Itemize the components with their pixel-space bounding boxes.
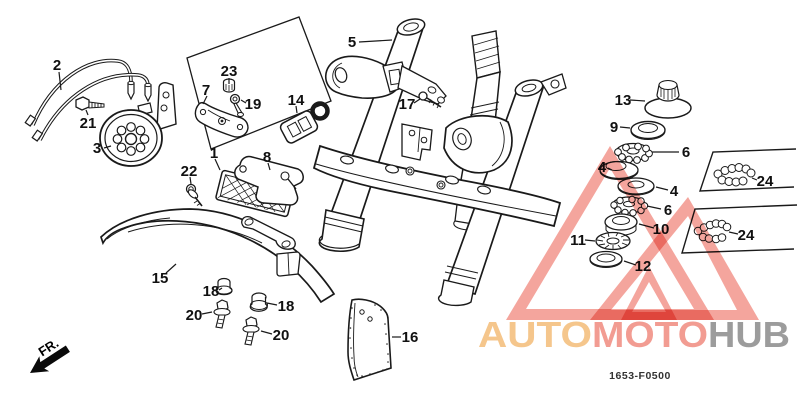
part-wire-harness bbox=[24, 58, 152, 142]
part-bolt-22 bbox=[185, 183, 203, 207]
part-bracket-7 bbox=[194, 101, 249, 138]
part-cup-race-10 bbox=[604, 213, 638, 236]
part-bolt-20a bbox=[213, 299, 231, 329]
part-front-fender bbox=[100, 208, 336, 304]
part-bearing-retainer-6a bbox=[614, 142, 653, 164]
callout-7: 7 bbox=[202, 82, 210, 99]
callout-5: 5 bbox=[348, 34, 356, 51]
diagram-code: 1653-F0500 bbox=[609, 370, 671, 382]
callout-17: 17 bbox=[399, 96, 416, 113]
watermark-triangle-small bbox=[621, 266, 677, 320]
callout-labels: 2 21 3 23 7 19 14 5 17 13 9 6 4 4 6 10 1… bbox=[53, 34, 774, 346]
callout-24a: 24 bbox=[757, 173, 774, 190]
callout-22: 22 bbox=[181, 163, 198, 180]
watermark-word-auto: AUTO bbox=[478, 314, 592, 355]
callout-21: 21 bbox=[80, 115, 97, 132]
watermark-triangle-main bbox=[506, 146, 714, 320]
watermark-word-hub: HUB bbox=[708, 314, 790, 355]
part-ball-kit-24a bbox=[699, 148, 797, 192]
callout-11: 11 bbox=[570, 232, 586, 249]
part-stem-nut-13 bbox=[644, 79, 692, 119]
part-lock-key bbox=[279, 101, 330, 144]
fr-arrow-icon bbox=[30, 345, 70, 373]
part-grommet-18b bbox=[249, 292, 268, 312]
callout-13: 13 bbox=[615, 92, 632, 109]
part-dust-seal-9 bbox=[630, 120, 666, 140]
watermark-word-moto: MOTO bbox=[592, 314, 708, 355]
part-grommet-18a bbox=[215, 277, 233, 296]
callout-6a: 6 bbox=[682, 144, 690, 161]
leader-lines bbox=[58, 39, 758, 338]
callout-19: 19 bbox=[245, 96, 262, 113]
callout-20a: 20 bbox=[186, 307, 203, 324]
part-bolt-20b bbox=[242, 316, 260, 346]
callout-24b: 24 bbox=[738, 227, 755, 244]
mud-flap-stipple bbox=[349, 304, 389, 377]
callout-20b: 20 bbox=[273, 327, 290, 344]
callout-14: 14 bbox=[288, 92, 305, 109]
part-screw-19 bbox=[229, 93, 244, 117]
part-bracket-8 bbox=[234, 155, 304, 206]
callout-23: 23 bbox=[221, 63, 238, 80]
callout-18b: 18 bbox=[278, 298, 295, 315]
callout-8: 8 bbox=[263, 149, 271, 166]
part-lower-cone-11 bbox=[595, 231, 631, 251]
watermark: AUTO MOTO HUB bbox=[478, 146, 790, 355]
part-fork-assembly bbox=[312, 18, 567, 307]
part-horn bbox=[99, 82, 177, 167]
callout-2: 2 bbox=[53, 57, 61, 74]
part-bolt-21 bbox=[75, 96, 105, 111]
front-direction-marker: FR. bbox=[30, 335, 70, 373]
callout-18a: 18 bbox=[203, 283, 220, 300]
callout-9: 9 bbox=[610, 119, 618, 136]
callout-4b: 4 bbox=[670, 183, 679, 200]
callout-6b: 6 bbox=[664, 202, 672, 219]
callout-15: 15 bbox=[152, 270, 169, 287]
part-screw-17 bbox=[418, 91, 442, 109]
callout-1: 1 bbox=[210, 145, 218, 162]
watermark-triangle-right bbox=[590, 197, 759, 320]
callout-3: 3 bbox=[93, 140, 101, 157]
part-nut-23 bbox=[222, 78, 236, 93]
callout-16: 16 bbox=[402, 329, 419, 346]
part-mud-flap bbox=[347, 298, 392, 382]
part-seal-washer-12 bbox=[589, 250, 623, 268]
